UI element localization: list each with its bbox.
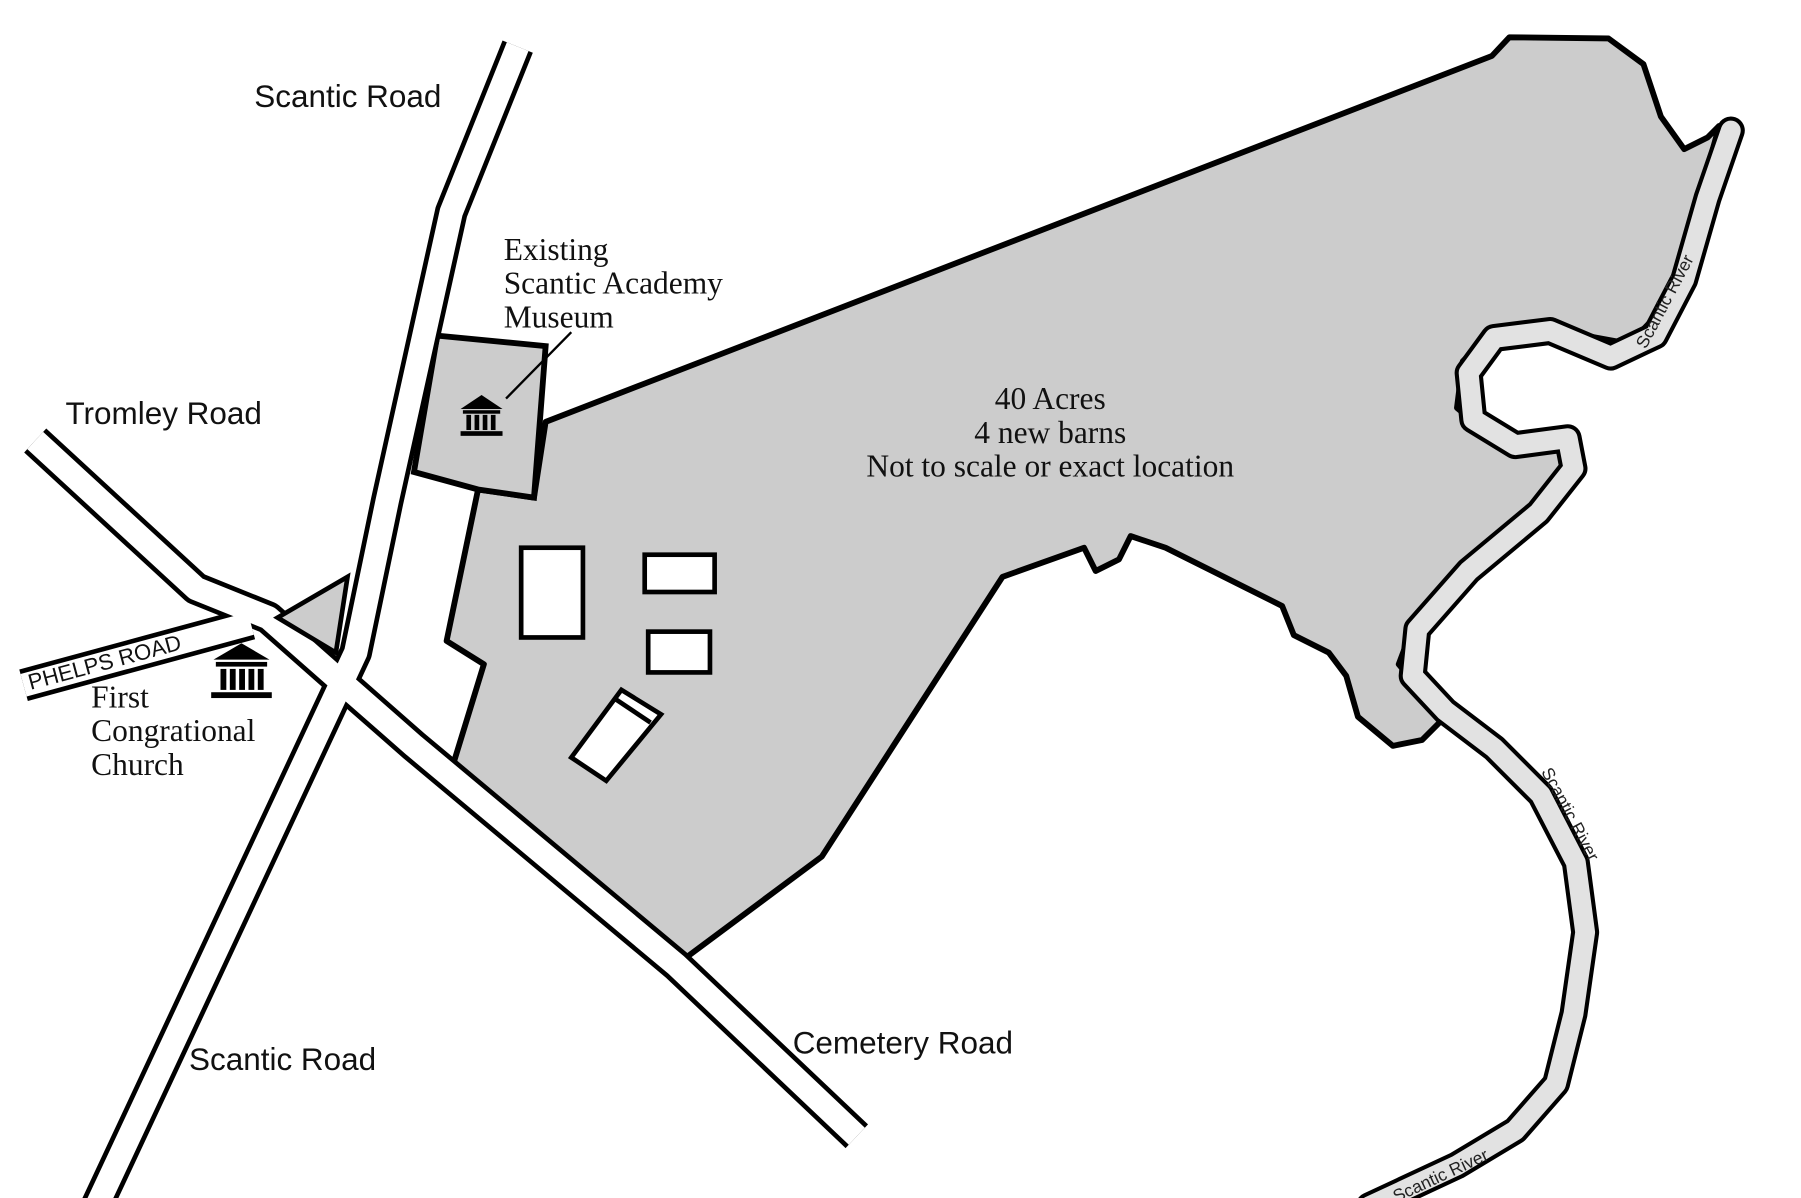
- scantic-road: [87, 42, 529, 1198]
- barn: [518, 545, 586, 640]
- river-label: Scantic River: [1390, 1145, 1492, 1198]
- museum-lot: [410, 332, 549, 501]
- parcel-disclaimer: Not to scale or exact location: [866, 449, 1234, 484]
- church-label-line: Congrational: [91, 713, 255, 748]
- barn: [642, 552, 717, 595]
- parcel-acreage: 40 Acres: [995, 381, 1106, 416]
- museum-label-line: Museum: [504, 299, 614, 334]
- phelps-road: [20, 612, 254, 697]
- museum-label-line: Existing: [504, 232, 609, 267]
- tromley-road-label: Tromley Road: [66, 396, 262, 431]
- cemetery-road-label: Cemetery Road: [793, 1025, 1013, 1060]
- museum-label-line: Scantic Academy: [504, 266, 723, 301]
- church-building-icon: [211, 643, 272, 699]
- church-label-line: First: [91, 679, 149, 714]
- tromley-road: [27, 431, 356, 697]
- traffic-island: [273, 572, 351, 657]
- barns: [518, 545, 717, 784]
- scantic-road-north-label: Scantic Road: [254, 79, 441, 114]
- parcel-barns: 4 new barns: [974, 415, 1126, 450]
- scantic-road-south-label: Scantic Road: [189, 1042, 376, 1077]
- parcel-40-acres: [443, 34, 1723, 968]
- cemetery-road: [339, 678, 865, 1145]
- museum-building-icon: [460, 395, 503, 436]
- church-label-line: Church: [91, 747, 184, 782]
- barn: [645, 629, 713, 675]
